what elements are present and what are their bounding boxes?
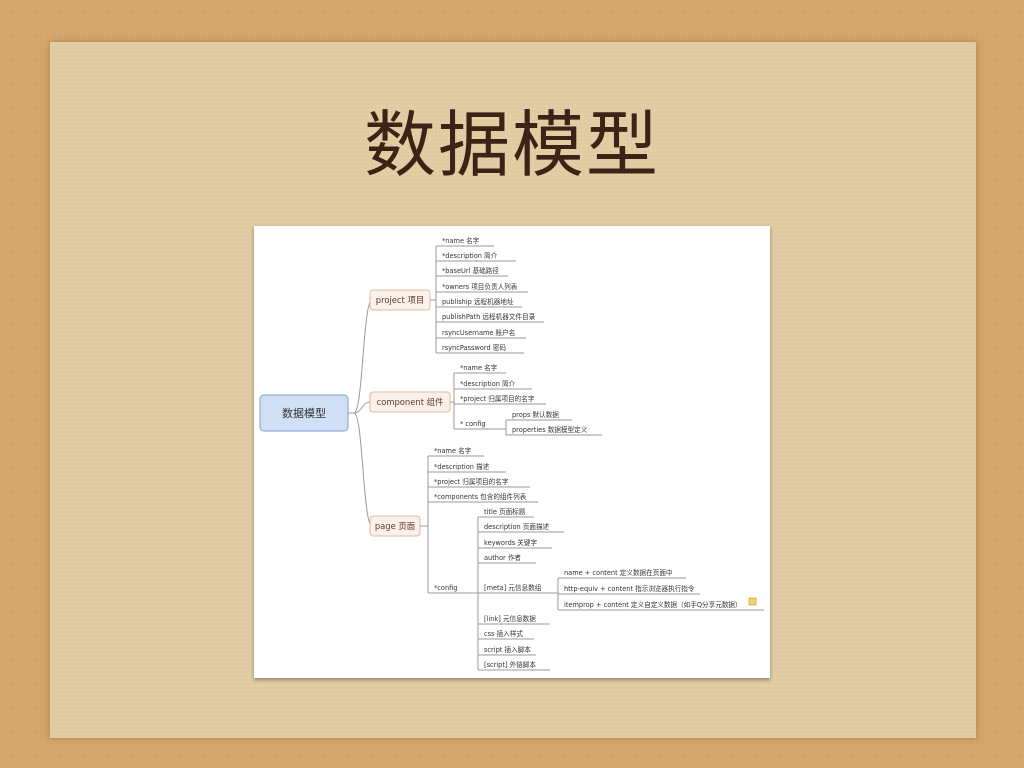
page-field-0: *name 名字 [434, 446, 472, 455]
branch-curve-project [353, 299, 373, 414]
project-field-7: rsyncPassword 密码 [442, 343, 506, 352]
project-field-0: *name 名字 [442, 236, 480, 245]
project-node-label: project 项目 [376, 295, 424, 305]
page-meta-field-2: itemprop + content 定义自定义数据（如手Q分享元数据） [564, 600, 742, 609]
branch-curve-component [353, 401, 371, 414]
page-config-field-4: [meta] 元信息数组 [484, 583, 542, 592]
page-config-field-8: [script] 外链脚本 [484, 660, 536, 669]
page-config-label: *config [434, 584, 457, 592]
page-config-field-1: description 页面描述 [484, 522, 550, 531]
component-field-0: *name 名字 [460, 363, 498, 372]
component-field-2: *project 归属项目的名字 [460, 394, 535, 403]
page-field-3: *components 包含的组件列表 [434, 492, 527, 501]
project-field-3: *owners 项目负责人列表 [442, 282, 518, 291]
page-config-field-6: css 插入样式 [484, 629, 523, 638]
component-config-label: * config [460, 420, 486, 428]
root-node-label: 数据模型 [282, 406, 326, 420]
page-config-field-2: keywords 关键字 [484, 538, 537, 547]
component-field-1: *description 简介 [460, 379, 516, 388]
page-config-field-5: [link] 元信息数据 [484, 614, 536, 623]
component-config-field-1: properties 数据模型定义 [512, 425, 588, 434]
page-meta-field-1: http-equiv + content 指示浏览器执行指令 [564, 584, 695, 593]
page-meta-field-0: name + content 定义数据在页面中 [564, 568, 673, 577]
mindmap-diagram: 数据模型 project 项目 *name 名字 *description 简介 *ba… [259, 236, 764, 671]
slide-title: 数据模型 [363, 103, 660, 187]
page-config-field-3: author 作者 [484, 553, 521, 562]
project-field-2: *baseUrl 基础路径 [442, 266, 499, 275]
page-field-1: *description 描述 [434, 462, 490, 471]
project-field-4: publiship 远程机器地址 [442, 297, 514, 306]
mindmap-screenshot: 数据模型 project 项目 *name 名字 *description 简介 *ba… [254, 226, 770, 678]
project-field-6: rsyncUsername 账户名 [442, 328, 515, 337]
component-config-field-0: props 默认数据 [512, 410, 559, 419]
project-field-5: publishPath 远程机器文件目录 [442, 312, 536, 321]
page-node-label: page 页面 [375, 521, 415, 531]
page-config-field-7: script 插入脚本 [484, 645, 531, 654]
page-field-2: *project 归属项目的名字 [434, 477, 509, 486]
note-icon [748, 597, 757, 606]
project-field-1: *description 简介 [442, 251, 498, 260]
branch-curve-page [353, 412, 373, 527]
component-node-label: component 组件 [377, 397, 444, 407]
page-config-field-0: title 页面标题 [484, 507, 526, 516]
